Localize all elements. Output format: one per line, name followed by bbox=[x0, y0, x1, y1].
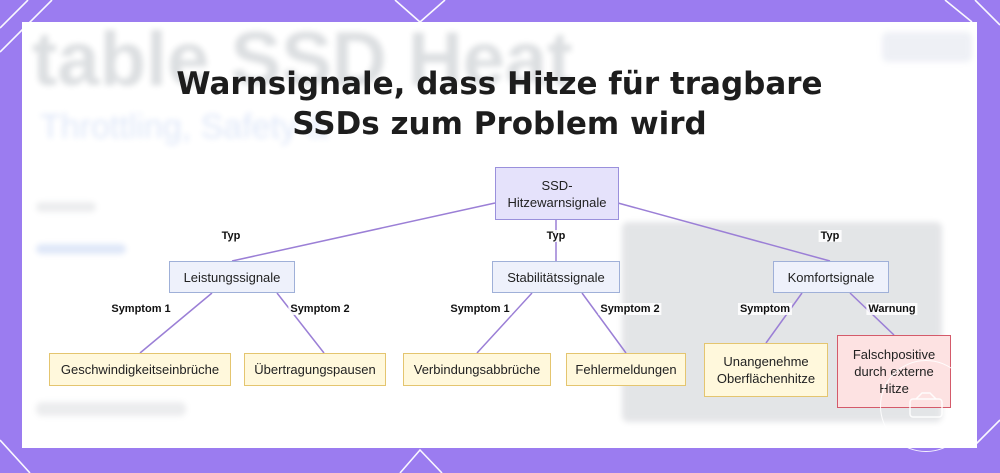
edge-label-type-performance: Typ bbox=[219, 230, 243, 242]
badge-watermark-icon bbox=[880, 360, 972, 452]
edge-stability-disconnects bbox=[476, 292, 533, 354]
node-category-comfort: Komfortsignale bbox=[773, 261, 889, 293]
edge-performance-pauses bbox=[276, 292, 325, 354]
edge-label-symptom1-stability: Symptom 1 bbox=[448, 303, 512, 315]
edge-root-performance bbox=[231, 202, 496, 262]
edge-label-symptom2-stability: Symptom 2 bbox=[598, 303, 662, 315]
node-root: SSD- Hitzewarnsignale bbox=[495, 167, 619, 220]
diagram-edges bbox=[139, 202, 895, 354]
node-leaf-transfer-pauses: Übertragungspausen bbox=[244, 353, 386, 386]
node-category-stability: Stabilitätssignale bbox=[492, 261, 620, 293]
edge-stability-errors bbox=[581, 292, 627, 354]
edge-root-comfort bbox=[617, 202, 831, 262]
edge-label-symptom1-performance: Symptom 1 bbox=[109, 303, 173, 315]
node-leaf-speed-drops: Geschwindigkeitseinbrüche bbox=[49, 353, 231, 386]
edge-comfort-surface bbox=[765, 292, 803, 344]
node-leaf-surface-heat: Unangenehme Oberflächenhitze bbox=[704, 343, 828, 397]
node-category-performance: Leistungssignale bbox=[169, 261, 295, 293]
edge-label-warning-comfort: Warnung bbox=[866, 303, 918, 315]
diagram-title: Warnsignale, dass Hitze für tragbare SSD… bbox=[176, 66, 823, 142]
diagram-card: table SSD Heat Throttling, Safety & Warn… bbox=[22, 22, 977, 448]
edge-label-type-comfort: Typ bbox=[818, 230, 842, 242]
edge-label-symptom2-performance: Symptom 2 bbox=[288, 303, 352, 315]
node-leaf-disconnects: Verbindungsabbrüche bbox=[403, 353, 551, 386]
node-leaf-error-messages: Fehlermeldungen bbox=[566, 353, 686, 386]
edge-label-type-stability: Typ bbox=[544, 230, 568, 242]
edge-label-symptom-comfort: Symptom bbox=[737, 303, 793, 315]
edge-performance-speed bbox=[139, 292, 213, 354]
